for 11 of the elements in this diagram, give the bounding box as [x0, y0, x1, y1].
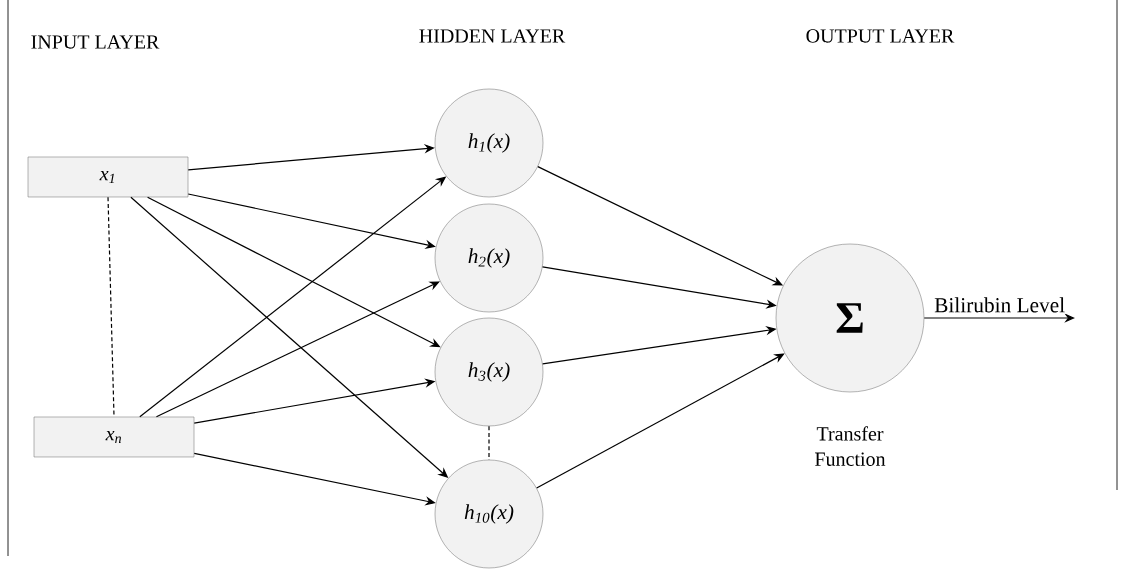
input-box: x$_{n}$	[33, 416, 195, 458]
arrow	[536, 353, 785, 489]
layer-heading: OUTPUT LAYER	[806, 29, 955, 43]
layer-heading: INPUT LAYER	[31, 35, 160, 49]
node-label: Transfer Function	[815, 426, 886, 466]
ellipsis-line	[107, 196, 115, 418]
input-box: x$_{1}$	[27, 156, 189, 198]
edge-label: Bilirubin Level	[934, 297, 1065, 313]
layer-heading: HIDDEN LAYER	[419, 29, 566, 43]
arrow	[187, 144, 435, 171]
ellipsis-line	[488, 425, 490, 461]
